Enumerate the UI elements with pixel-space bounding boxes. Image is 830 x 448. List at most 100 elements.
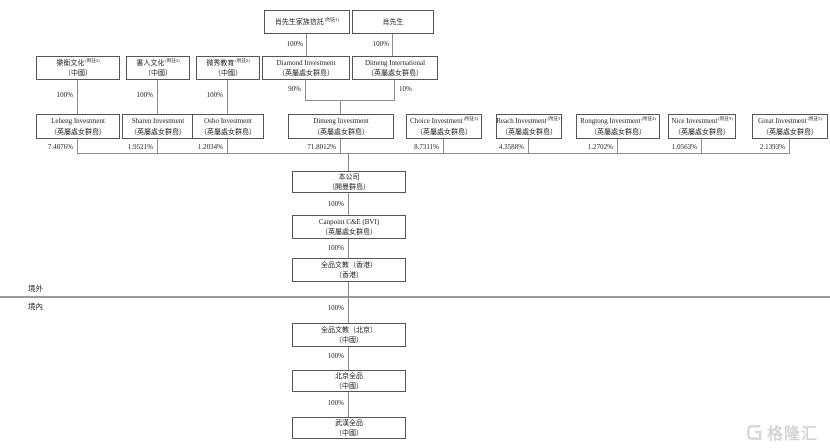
ownership-pct-hk-bj: 100% xyxy=(327,304,344,312)
node-jurisdiction: （英屬處女群島） xyxy=(278,69,334,77)
node-jurisdiction: （中國） xyxy=(335,429,363,437)
node-jurisdiction: （開曼群島） xyxy=(328,183,370,191)
node-mr-xiao: 肖先生 xyxy=(352,10,434,34)
node-quanpin-wenjiao-beijing: 全品文教（北京） （中國） xyxy=(292,323,406,347)
connector-line xyxy=(227,80,228,114)
ownership-pct-dimeng: 71.8012% xyxy=(307,143,336,151)
ownership-pct-weixiu-osho: 100% xyxy=(206,91,223,99)
connector-line xyxy=(348,193,349,215)
node-jurisdiction: （英屬處女群島） xyxy=(762,127,818,136)
node-xiao-family-trust: 肖先生家族信託(附註1) xyxy=(264,10,350,34)
note-superscript: (附註3) xyxy=(547,116,562,122)
node-title: 本公司 xyxy=(339,172,360,182)
node-shuren-culture: 書人文化(附註2) （中國） xyxy=(126,56,190,80)
node-great-investment: Great Investment(附註5) （英屬處女群島） xyxy=(752,114,828,139)
node-jurisdiction: （英屬處女群島） xyxy=(50,127,106,136)
node-title: Diamond Investment xyxy=(277,58,336,68)
node-label: 北京全品 xyxy=(335,371,363,380)
node-title: 樂衡文化(附註2) xyxy=(56,58,99,68)
connector-line xyxy=(528,139,529,153)
node-jurisdiction: （中國） xyxy=(335,382,363,390)
ownership-pct-reach: 4.3588% xyxy=(498,143,524,151)
connector-line xyxy=(77,139,78,153)
connector-line xyxy=(157,80,158,114)
node-label: Diamond Investment xyxy=(276,58,336,67)
node-jurisdiction: （英屬處女群島） xyxy=(674,127,730,136)
node-weixiu-education: 微秀教育(附註2) （中國） xyxy=(196,56,260,80)
node-title: Reach Investment(附註3) xyxy=(496,116,562,126)
connector-line xyxy=(340,139,341,153)
node-jurisdiction: （香港） xyxy=(335,271,363,279)
node-title: Sharen Investment xyxy=(132,116,184,126)
ownership-pct-choice: 8.7311% xyxy=(414,143,439,151)
node-title: 肖先生 xyxy=(383,17,404,27)
node-title: Leheng Investment xyxy=(51,116,105,126)
node-label: 本公司 xyxy=(338,172,360,181)
node-title: 全品文教（香港） xyxy=(321,260,377,270)
node-sharen-investment: Sharen Investment （英屬處女群島） xyxy=(122,114,194,139)
ownership-pct-bj-bjqp: 100% xyxy=(327,352,344,360)
node-title: Great Investment(附註5) xyxy=(758,116,822,126)
offshore-label: 境外 xyxy=(28,284,43,293)
connector-line xyxy=(227,139,228,153)
node-title: 北京全品 xyxy=(335,371,363,381)
gelonghui-brand-text: 格隆汇 xyxy=(767,426,819,443)
node-label: 肖先生 xyxy=(382,17,404,26)
node-title: Nice Investment(附註5) xyxy=(671,116,732,126)
connector-line xyxy=(617,139,618,153)
node-label: 全品文教（香港） xyxy=(321,260,377,269)
node-label: Rongtong Investment xyxy=(580,117,641,126)
connector-line xyxy=(701,139,702,153)
node-title: Choice Investment(附註3) xyxy=(410,116,478,126)
connector-line xyxy=(348,347,349,370)
ownership-pct-shuren-sharen: 100% xyxy=(136,91,153,99)
connector-line xyxy=(348,392,349,417)
node-title: 微秀教育(附註2) xyxy=(206,58,249,68)
gelonghui-g-icon xyxy=(747,424,762,440)
node-jurisdiction: （英屬處女群島） xyxy=(501,127,557,136)
node-jurisdiction: （英屬處女群島） xyxy=(130,127,186,136)
node-label: Leheng Investment xyxy=(51,117,105,126)
connector-line xyxy=(443,139,444,153)
ownership-pct-diamond-dimeng: 90% xyxy=(288,85,301,93)
node-label: Dimeng International xyxy=(364,58,426,67)
node-title: 全品文教（北京） xyxy=(321,325,377,335)
node-dimeng-investment: Dimeng Investment （英屬處女群島） xyxy=(288,114,394,139)
connector-line xyxy=(392,34,393,56)
ownership-pct-osho: 1.2034% xyxy=(197,143,223,151)
node-label: Nice Investment xyxy=(671,117,718,126)
node-osho-investment: Osho Investment （英屬處女群島） xyxy=(192,114,264,139)
note-superscript: (附註5) xyxy=(807,116,822,122)
node-title: Rongtong Investment(附註4) xyxy=(580,116,656,126)
connector-line xyxy=(348,239,349,258)
note-superscript: (附註1) xyxy=(324,16,340,22)
ownership-pct-company-canpoint: 100% xyxy=(327,200,344,208)
note-superscript: (附註2) xyxy=(235,57,250,63)
node-wuhan-quanpin: 武漢全品 （中國） xyxy=(292,417,406,439)
ownership-pct-great: 2.1393% xyxy=(759,143,785,151)
note-superscript: (附註4) xyxy=(641,116,656,122)
ownership-pct-leheng: 7.4876% xyxy=(47,143,73,151)
connector-line xyxy=(305,80,306,100)
node-title: 書人文化(附註2) xyxy=(136,58,179,68)
node-label: 武漢全品 xyxy=(335,418,363,427)
ownership-pct-lewen-leheng: 100% xyxy=(56,91,73,99)
note-superscript: (附註3) xyxy=(463,116,478,122)
node-title: Dimeng Investment xyxy=(313,116,368,126)
gelonghui-watermark: 格隆汇 xyxy=(745,420,818,444)
node-nice-investment: Nice Investment(附註5) （英屬處女群島） xyxy=(668,114,736,139)
node-label: Choice Investment xyxy=(410,117,463,126)
node-label: Reach Investment xyxy=(496,117,547,126)
note-superscript: (附註5) xyxy=(718,116,733,122)
node-jurisdiction: （中國） xyxy=(144,69,172,77)
node-label: 肖先生家族信託 xyxy=(274,17,324,26)
connector-line xyxy=(348,282,349,323)
ownership-pct-sharen: 1.9521% xyxy=(127,143,153,151)
connector-line xyxy=(77,80,78,114)
ownership-pct-nice: 1.0563% xyxy=(671,143,697,151)
node-label: 樂衡文化 xyxy=(56,58,85,67)
node-label: 書人文化 xyxy=(136,58,165,67)
node-quanpin-wenjiao-hk: 全品文教（香港） （香港） xyxy=(292,258,406,282)
ownership-pct-bjqp-whqp: 100% xyxy=(327,399,344,407)
